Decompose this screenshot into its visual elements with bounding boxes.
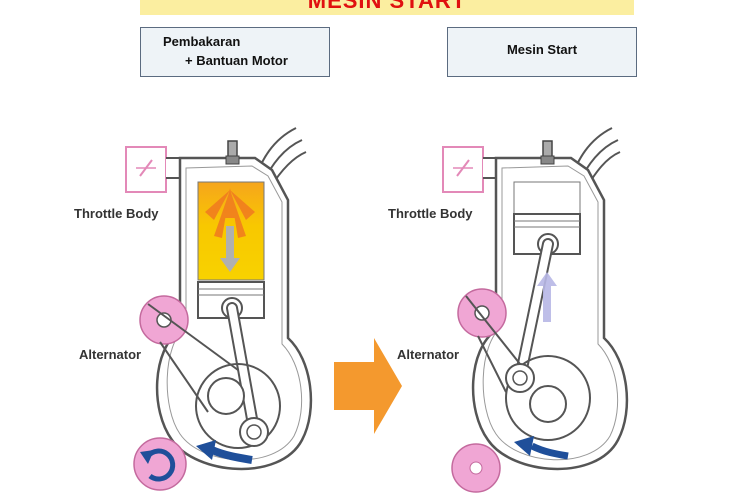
left-alternator-pulley-icon	[139, 295, 189, 345]
right-spark-plug-icon	[540, 140, 555, 165]
left-spark-plug-icon	[225, 140, 240, 165]
right-alternator-pulley-icon	[457, 288, 507, 338]
left-alternator-label: Alternator	[79, 347, 142, 362]
left-rotation-arrow-icon	[210, 446, 253, 464]
left-stage-label-line2: + Bantuan Motor	[185, 53, 288, 68]
title-banner: MESIN START	[140, 0, 634, 15]
right-throttle-body-icon	[442, 146, 484, 193]
right-piston-motion-arrow-icon	[537, 272, 557, 322]
left-throttle-body-label: Throttle Body	[74, 206, 159, 221]
left-stage-label-box: Pembakaran + Bantuan Motor	[140, 27, 330, 77]
right-motor-pulley-icon	[451, 443, 501, 493]
right-stage-label-box: Mesin Start	[447, 27, 637, 77]
left-flame-icon	[205, 188, 255, 238]
left-motor-pulley-icon	[133, 437, 187, 491]
right-alternator-label: Alternator	[397, 347, 460, 362]
page-title: MESIN START	[307, 0, 467, 13]
left-stage-label-line1: Pembakaran	[163, 34, 241, 49]
right-stage-label: Mesin Start	[506, 42, 578, 57]
right-engine	[442, 127, 629, 493]
right-rotation-arrow-icon	[530, 442, 569, 460]
left-throttle-body-icon	[125, 146, 167, 193]
right-throttle-body-label: Throttle Body	[388, 206, 473, 221]
left-engine	[125, 127, 313, 491]
transition-arrow-icon	[334, 338, 402, 434]
left-piston-force-arrow-icon	[220, 226, 240, 272]
